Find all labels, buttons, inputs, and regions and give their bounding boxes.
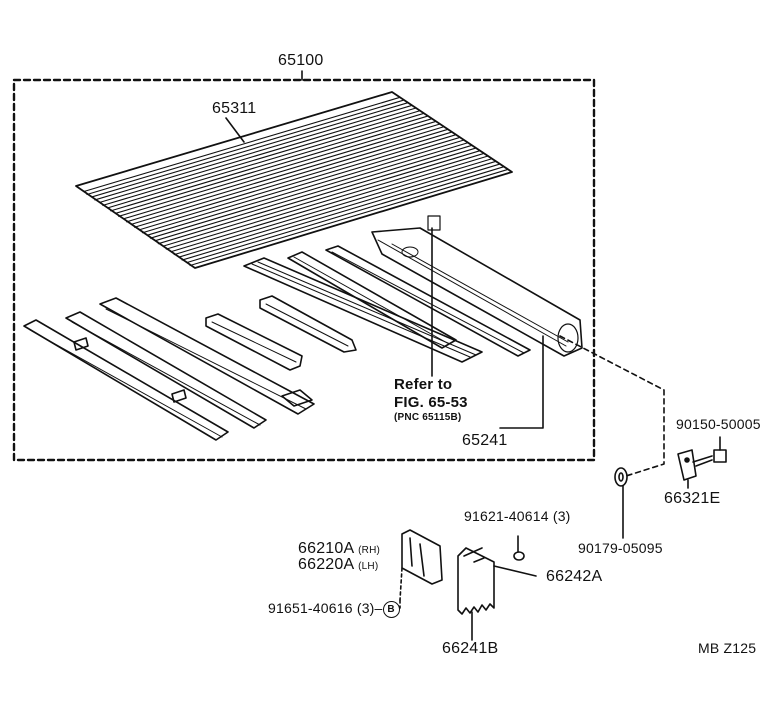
floor-rib-edge	[141, 137, 460, 234]
label-66321E: 66321E	[664, 490, 721, 507]
floor-rib-edge	[118, 121, 436, 217]
floor-rib-edge	[102, 110, 420, 206]
label-refer-line2: FIG. 65-53	[394, 394, 468, 411]
floor-rib	[123, 123, 441, 220]
mudguard-bracket-rh-lh	[399, 529, 443, 601]
floor-rib	[170, 155, 489, 253]
floor-rib	[162, 150, 481, 247]
floor-rib	[138, 134, 457, 231]
reference-circle-b: B	[382, 600, 400, 618]
floor-rib-edge	[133, 131, 452, 228]
label-65241: 65241	[462, 432, 508, 449]
floor-rib-edge	[126, 126, 444, 223]
leader-65311	[225, 117, 245, 143]
sill-3	[99, 297, 315, 415]
floor-rib-edge	[173, 158, 492, 256]
floor-rib	[186, 166, 505, 264]
label-66241B: 66241B	[442, 640, 499, 657]
drawing-code: MB Z125	[698, 640, 757, 656]
channel-member	[243, 257, 483, 363]
washer-90179	[614, 467, 628, 539]
floor-rib	[146, 139, 465, 236]
floor-rib-edge	[165, 153, 484, 250]
floor-rib-edge	[110, 115, 428, 212]
assembly-boundary	[12, 78, 596, 462]
label-66210A: 66210A (RH)	[298, 540, 380, 558]
floor-rib-edge	[149, 142, 468, 239]
short-bracket-2	[259, 295, 357, 353]
side-sill-left	[23, 319, 229, 441]
label-91621: 91621-40614 (3)	[464, 508, 571, 524]
label-65100: 65100	[278, 52, 324, 69]
label-91651-qty: (3)	[356, 600, 375, 616]
floor-rib	[83, 96, 401, 193]
label-90179-05095: 90179-05095	[578, 540, 663, 556]
floor-rib	[107, 112, 425, 209]
bolt-90150	[713, 436, 727, 463]
screw-91621	[513, 535, 525, 561]
label-91621-number: 91621-40614	[464, 508, 549, 524]
dashed-leader-bracket	[559, 335, 665, 477]
sill-2	[65, 311, 267, 429]
label-refer-line1: Refer to	[394, 376, 453, 393]
label-90150-50005: 90150-50005	[676, 416, 761, 432]
channel-member-2	[287, 251, 457, 349]
floor-rib-edge	[189, 169, 508, 267]
leader-65241	[499, 335, 544, 429]
floor-rib-edge	[181, 163, 500, 261]
floor-rib	[99, 107, 417, 203]
bracket-66321E	[677, 449, 713, 489]
label-66242A: 66242A	[546, 568, 603, 585]
label-66220A: 66220A (LH)	[298, 556, 378, 574]
label-91651: 91651-40616 (3)–B	[268, 600, 400, 618]
sill-right	[325, 245, 531, 357]
label-91621-qty: (3)	[552, 508, 571, 524]
floor-panel	[75, 91, 513, 269]
rear-crossmember	[371, 215, 583, 357]
label-66220A-number: 66220A	[298, 556, 354, 573]
floor-rib	[130, 128, 449, 225]
floor-rib	[91, 102, 409, 198]
short-bracket-1	[205, 313, 303, 371]
label-refer-line3: (PNC 65115B)	[394, 412, 462, 423]
label-66210A-side: (RH)	[358, 545, 381, 556]
label-66210A-number: 66210A	[298, 540, 354, 557]
floor-rib	[115, 118, 433, 214]
floor-rib-edge	[157, 147, 476, 245]
leader-66242A	[493, 565, 537, 577]
label-91651-number: 91651-40616	[268, 600, 353, 616]
label-65311: 65311	[212, 100, 257, 117]
mudguard-66241B	[457, 547, 495, 641]
floor-rib	[154, 144, 473, 242]
floor-rib	[178, 160, 497, 258]
floor-rib-edge	[94, 105, 412, 201]
label-66220A-side: (LH)	[358, 561, 379, 572]
floor-rib-edge	[86, 99, 404, 196]
